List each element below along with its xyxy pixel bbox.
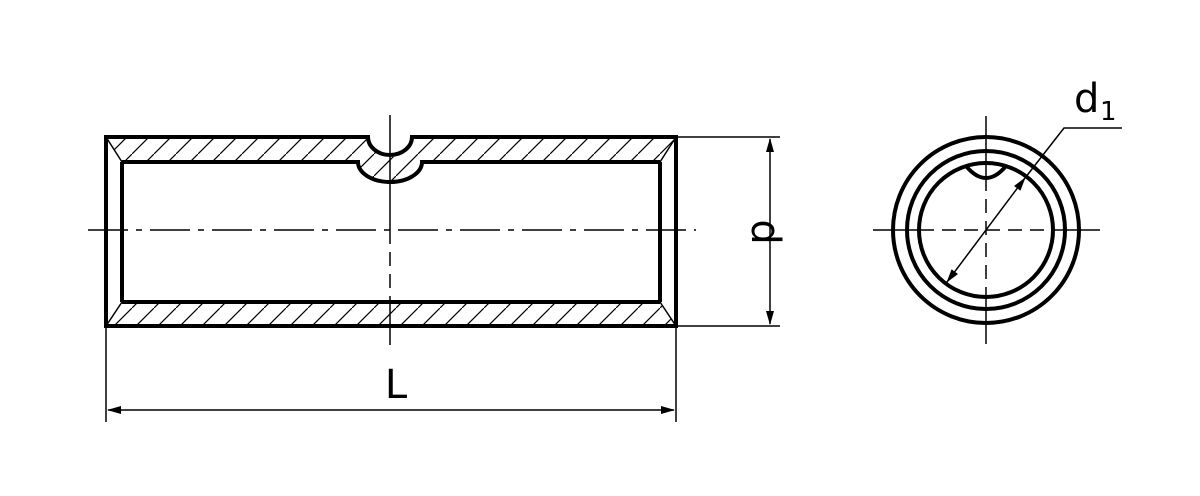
bottom-wall-section: [106, 302, 676, 326]
end-view: d 1: [873, 76, 1122, 344]
chamfer-line: [105, 301, 123, 327]
length-label: L: [385, 362, 408, 408]
outer-diameter-label: d: [742, 219, 788, 244]
inner-diameter-subscript: 1: [1100, 97, 1117, 127]
chamfer-line: [659, 136, 677, 163]
inner-diameter-leader: [1024, 127, 1122, 179]
chamfer-line: [659, 301, 677, 327]
top-wall-section: [106, 137, 676, 184]
chamfer-line: [105, 136, 123, 163]
side-section-view: d L: [88, 115, 788, 422]
inner-diameter-label: d: [1074, 76, 1099, 122]
outer-outline: [104, 135, 678, 328]
inner-diameter-dimension: [946, 177, 1026, 283]
